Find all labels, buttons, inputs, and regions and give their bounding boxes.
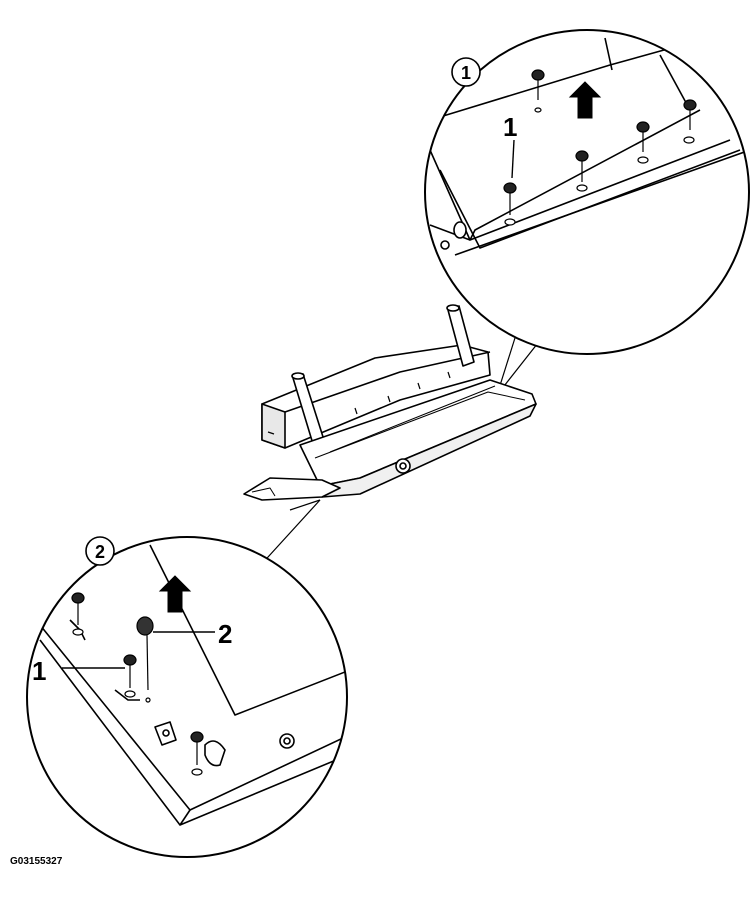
screw-icon <box>531 69 545 113</box>
screw-icon <box>123 654 137 698</box>
callout-1-top: 1 <box>503 112 517 142</box>
screw-icon <box>190 731 204 776</box>
screw-icon <box>503 182 517 226</box>
screw-icon <box>683 99 697 144</box>
callout-1-bottom: 1 <box>32 656 46 686</box>
screw-icon <box>636 121 650 164</box>
view-label-circle <box>85 536 115 566</box>
up-arrow-icon <box>568 81 602 119</box>
figure-code: G03155327 <box>10 856 63 867</box>
view-label-2: 2 <box>95 542 105 562</box>
screw-icon <box>71 592 85 636</box>
detail-circle-bottom: 1 2 2 <box>26 536 348 858</box>
callout-2-bottom: 2 <box>218 619 232 649</box>
screw-group-bottom <box>71 592 204 776</box>
clip-icon <box>136 616 154 703</box>
detail-circle-top: 1 1 <box>424 29 750 355</box>
up-arrow-icon <box>158 575 192 613</box>
screw-icon <box>575 150 589 192</box>
screw-group-top <box>503 69 697 226</box>
callout-leader <box>511 139 515 179</box>
view-label-circle <box>451 57 481 87</box>
glove-box-assembly <box>243 304 537 501</box>
view-label-1: 1 <box>461 63 471 83</box>
